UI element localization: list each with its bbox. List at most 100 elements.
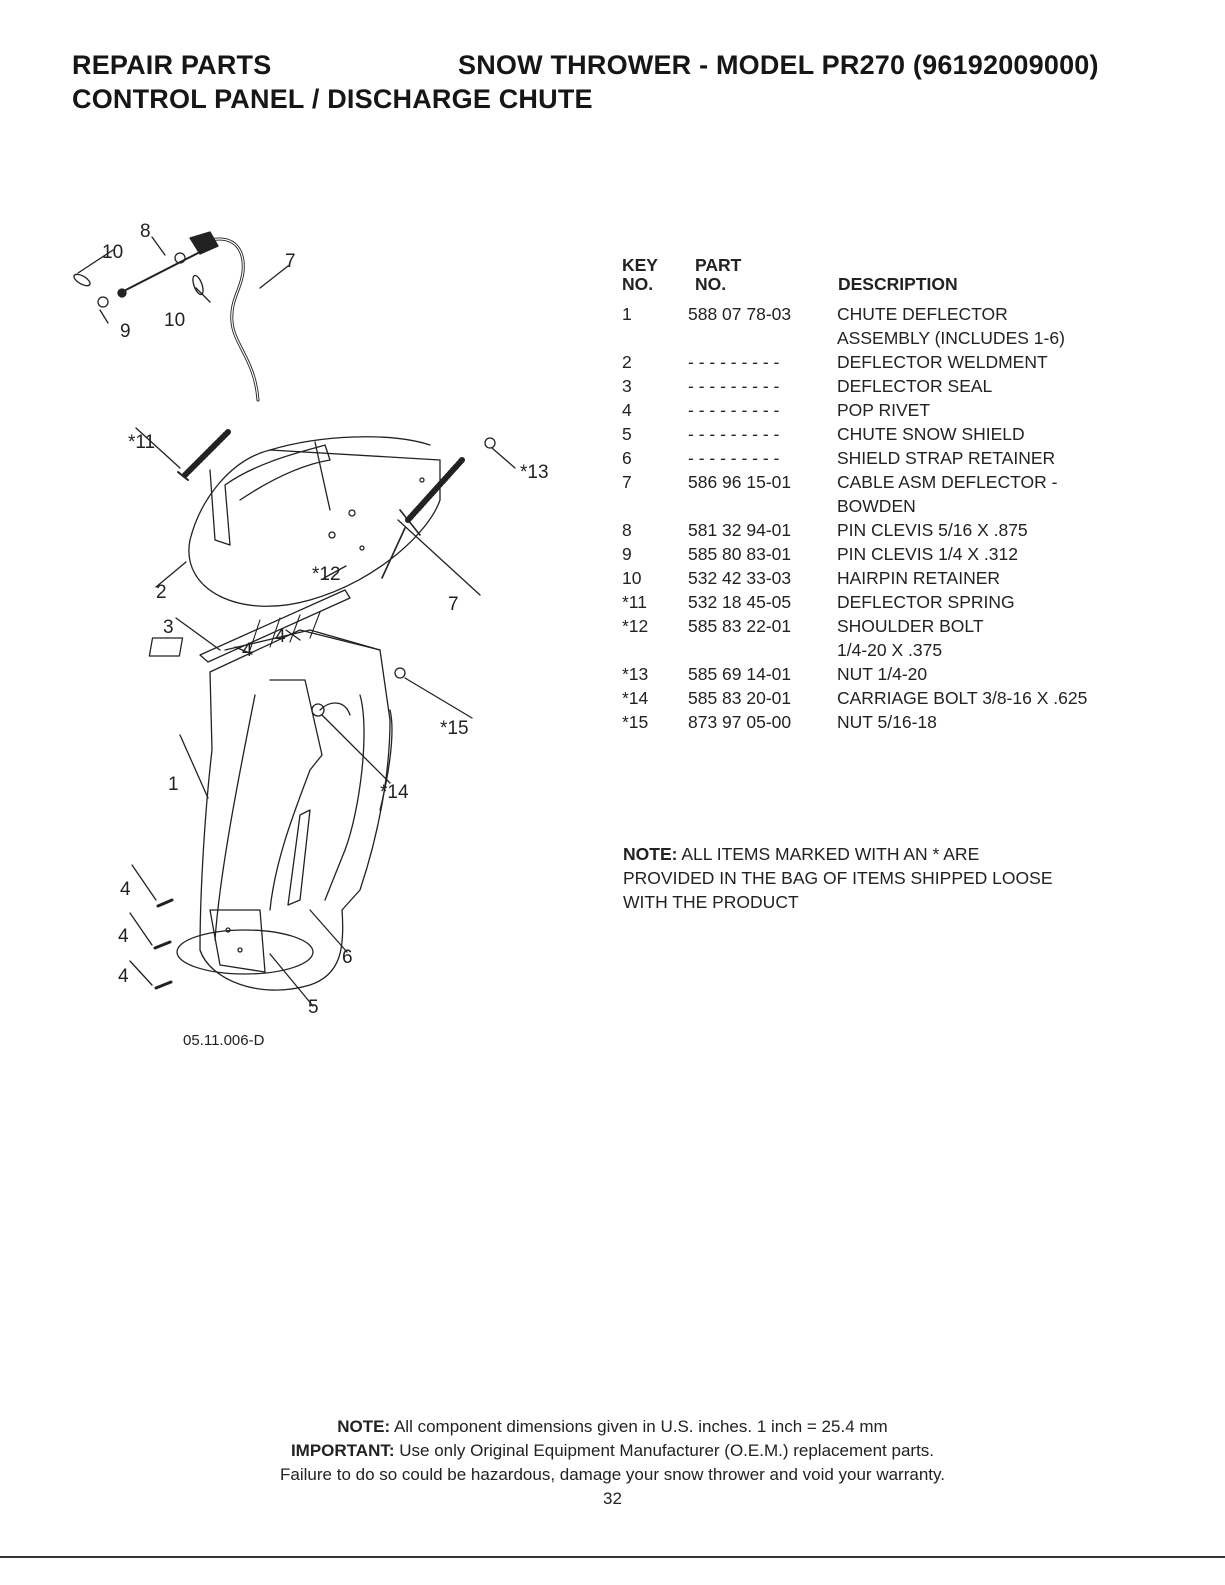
callout: *14 [380,782,409,803]
part-no-cell: 585 69 14-01 [688,664,792,684]
loose-items-note: NOTE: ALL ITEMS MARKED WITH AN * ARE PRO… [623,842,1183,914]
callout: *11 [128,432,155,453]
description-cell: DEFLECTOR SPRING [837,592,1015,612]
page-bottom-rule [0,1556,1225,1558]
description-cell: BOWDEN [837,496,916,516]
callout: 6 [342,947,353,968]
part-no-cell: 586 96 15-01 [688,472,792,492]
description-cell: CARRIAGE BOLT 3/8-16 X .625 [837,688,1088,708]
key-no-cell [620,638,688,662]
header-repair-parts: REPAIR PARTS [72,50,272,80]
note-line: WITH THE PRODUCT [623,892,799,912]
table-row: BOWDEN [620,494,1180,518]
parts-table-header: KEY NO. PART NO. DESCRIPTION [620,256,1180,302]
table-row: 6- - - - - - - - -SHIELD STRAP RETAINER [620,446,1180,470]
table-row: 9 585 80 83-01 PIN CLEVIS 1/4 X .312 [620,542,1180,566]
clevis-bracket [189,231,219,255]
callout: 7 [285,251,296,272]
description-cell: NUT 1/4-20 [837,664,928,684]
part-no-cell: - - - - - - - - - [688,352,780,372]
callout: 7 [448,594,459,615]
key-no-cell: *13 [622,664,649,684]
key-no-cell: 7 [622,472,632,492]
part-no-cell: 585 80 83-01 [688,544,792,564]
table-row: *13 585 69 14-01 NUT 1/4-20 [620,662,1180,686]
key-no-cell: 2 [622,352,632,372]
pop-rivet-a [156,898,174,908]
callout: 10 [102,242,123,263]
part-no-cell: 585 83 20-01 [688,688,792,708]
header-section-title: CONTROL PANEL / DISCHARGE CHUTE [72,84,593,114]
note-label: NOTE: [623,844,678,864]
key-no-cell [620,326,688,350]
clevis-pin-9 [97,296,109,308]
description-cell: 1/4-20 X .375 [837,640,943,660]
key-no-cell [620,494,688,518]
clevis-pin-8 [174,252,186,264]
part-no-cell: 532 18 45-05 [688,592,792,612]
description-cell: PIN CLEVIS 1/4 X .312 [837,544,1018,564]
footer-important-text: Use only Original Equipment Manufacturer… [399,1441,935,1460]
part-no-cell: 588 07 78-03 [688,304,792,324]
linkage-rod [121,251,201,293]
description-cell: PIN CLEVIS 5/16 X .875 [837,520,1028,540]
callout: *13 [520,462,549,483]
table-row: 1/4-20 X .375 [620,638,1180,662]
footer-warning: Failure to do so could be hazardous, dam… [280,1465,945,1484]
chute-base-ring [176,929,314,975]
part-no-cell [688,326,837,350]
footer-note-text: All component dimensions given in U.S. i… [393,1417,888,1436]
description-cell: ASSEMBLY (INCLUDES 1-6) [837,328,1065,348]
page-footer: NOTE: All component dimensions given in … [0,1415,1225,1511]
key-no-cell: 1 [622,304,632,324]
pop-rivet-c [154,980,173,990]
part-no-cell: - - - - - - - - - [688,448,780,468]
note-line: ALL ITEMS MARKED WITH AN * ARE [681,844,980,864]
table-row: 10 532 42 33-03 HAIRPIN RETAINER [620,566,1180,590]
callout: 4 [275,626,286,647]
callout: 8 [140,221,151,242]
footer-important-label: IMPORTANT: [290,1441,395,1460]
nut-15 [394,667,406,679]
callout: *12 [312,564,341,585]
deflector-seal [199,589,351,663]
description-cell: DEFLECTOR WELDMENT [837,352,1048,372]
description-cell: SHOULDER BOLT [837,616,984,636]
table-row: ASSEMBLY (INCLUDES 1-6) [620,326,1180,350]
nut-13 [484,437,496,449]
cable-lower [405,457,465,523]
callout: 5 [308,997,319,1018]
footer-note-label: NOTE: [337,1417,391,1436]
table-row: 3- - - - - - - - -DEFLECTOR SEAL [620,374,1180,398]
part-no-cell: 873 97 05-00 [688,712,792,732]
key-no-cell: 10 [622,568,642,588]
callout: 4 [242,640,253,661]
callout: *15 [440,718,469,739]
part-no-cell: 532 42 33-03 [688,568,792,588]
table-row: 5- - - - - - - - -CHUTE SNOW SHIELD [620,422,1180,446]
description-cell: CABLE ASM DEFLECTOR - [837,472,1058,492]
part-no-cell: 585 83 22-01 [688,616,792,636]
key-no-cell: 4 [622,400,632,420]
key-no-cell: *12 [622,616,649,636]
key-no-cell: 6 [622,448,632,468]
description-cell: HAIRPIN RETAINER [837,568,1001,588]
callout: 4 [120,879,131,900]
key-no-cell: *15 [622,712,649,732]
part-no-cell: - - - - - - - - - [688,424,780,444]
callout: 4 [118,966,129,987]
callout: 9 [120,321,131,342]
table-row: 4- - - - - - - - -POP RIVET [620,398,1180,422]
part-no-cell: 581 32 94-01 [688,520,792,540]
hairpin-right [192,274,204,296]
key-no-cell: 9 [622,544,632,564]
cable-upper [208,237,260,402]
description-cell: DEFLECTOR SEAL [837,376,993,396]
page-number: 32 [603,1489,622,1508]
